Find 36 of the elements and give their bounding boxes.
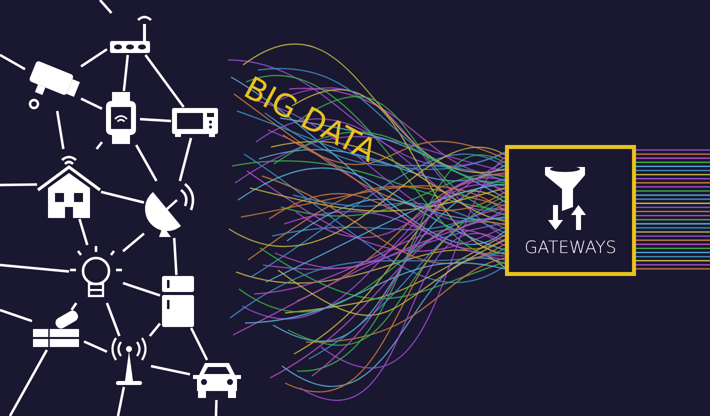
router-icon: [108, 14, 152, 54]
fridge-icon: [161, 276, 195, 327]
connector-line: [100, 190, 144, 204]
connector-line: [122, 54, 129, 92]
connector-line: [70, 302, 78, 311]
connector-line: [0, 183, 38, 186]
connector-line: [96, 141, 103, 150]
connector-line: [106, 302, 121, 336]
connector-line: [80, 48, 108, 68]
connector-line: [78, 218, 88, 246]
connector-line: [8, 349, 48, 416]
connector-line: [56, 110, 65, 150]
connector-line: [80, 97, 103, 110]
connector-line: [172, 238, 178, 276]
connector-line: [99, 0, 112, 14]
gateway-box: [505, 145, 636, 276]
connector-line: [150, 364, 190, 376]
connector-line: [122, 282, 160, 297]
connector-line: [116, 386, 126, 416]
connector-line: [148, 322, 161, 337]
connector-line: [135, 144, 158, 182]
connector-line: [140, 118, 172, 122]
connector-line: [0, 308, 32, 322]
gateway-label: GATEWAYS: [524, 238, 618, 258]
connector-line: [0, 54, 26, 70]
connector-line: [178, 138, 192, 182]
connector-line: [122, 232, 145, 252]
connector-line: [190, 327, 208, 361]
microwave-icon: [172, 108, 218, 137]
car-icon: [191, 361, 243, 399]
connector-line: [84, 340, 108, 353]
connector-line: [0, 264, 70, 273]
connector-line: [214, 400, 218, 416]
security-camera-icon: [26, 60, 80, 110]
connector-line: [144, 54, 185, 108]
smartwatch-icon: [103, 92, 139, 144]
